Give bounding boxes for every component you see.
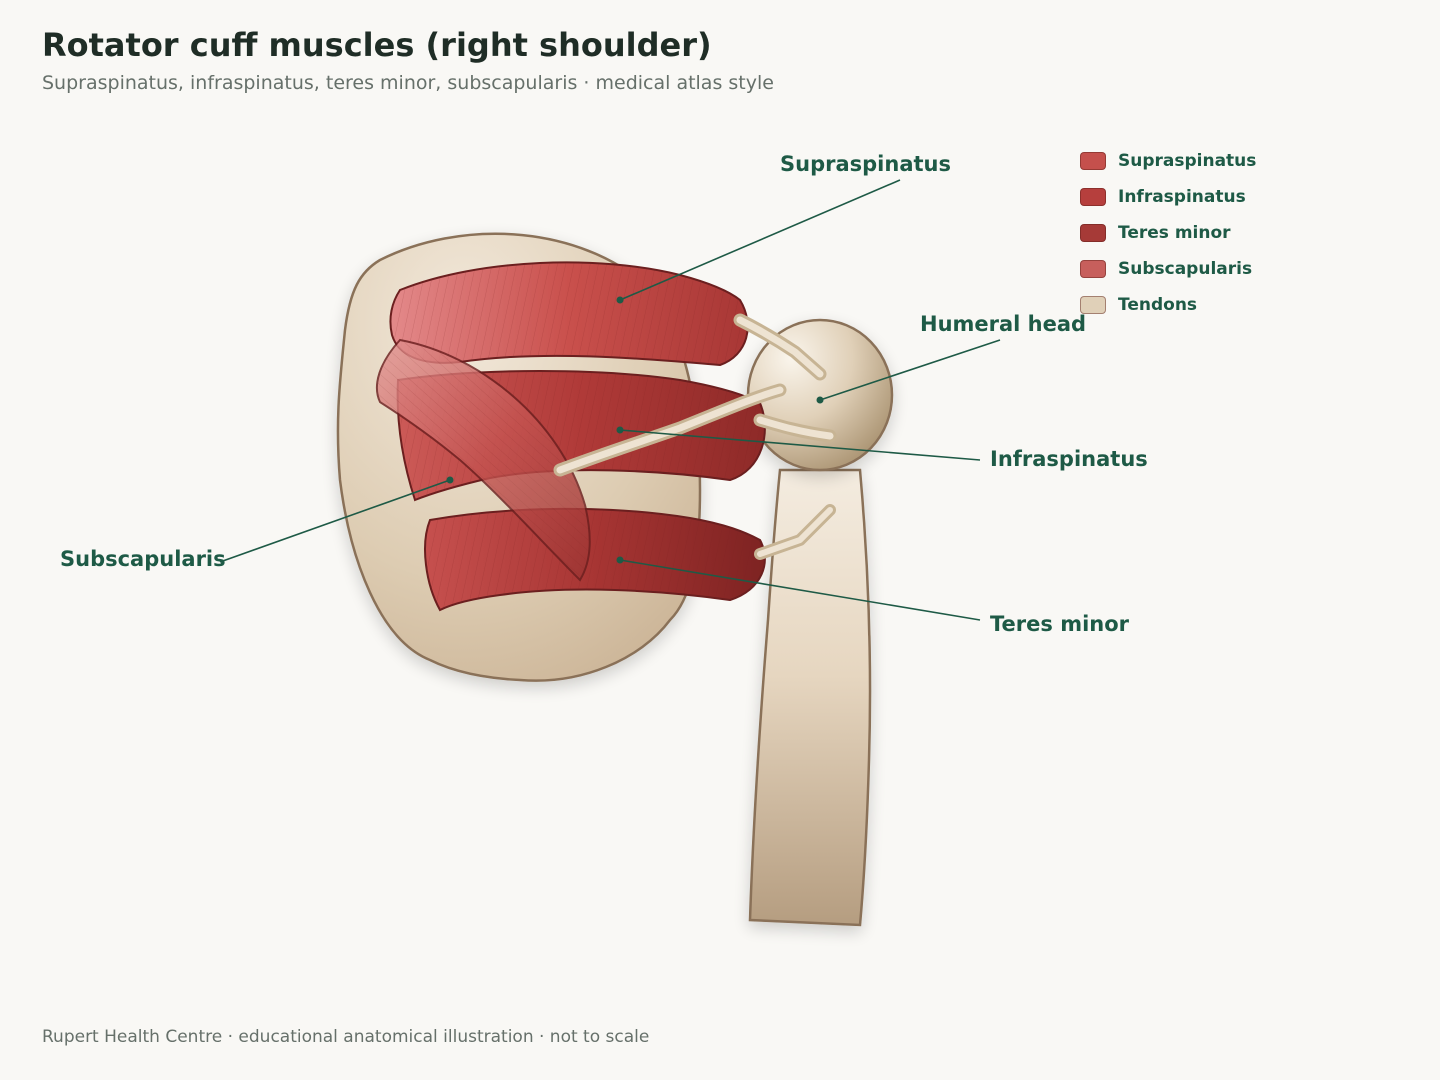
legend-label: Subscapularis (1118, 259, 1253, 279)
legend-label: Teres minor (1118, 223, 1231, 243)
subscapularis-muscle (375, 338, 591, 582)
humerus-shaft (748, 468, 872, 927)
legend-item-teres-minor: Teres minor (1080, 215, 1256, 251)
page-subtitle: Supraspinatus, infraspinatus, teres mino… (42, 72, 774, 94)
legend-swatch (1080, 188, 1106, 206)
legend-item-tendons: Tendons (1080, 287, 1256, 323)
dot-humeral-head (816, 396, 824, 404)
dot-supraspinatus (616, 296, 624, 304)
leader-humeral-head (819, 339, 1001, 401)
legend: Supraspinatus Infraspinatus Teres minor … (1080, 143, 1256, 323)
legend-item-supraspinatus: Supraspinatus (1080, 143, 1256, 179)
leader-subscapularis (219, 479, 451, 563)
tendons (553, 313, 837, 560)
legend-swatch (1080, 224, 1106, 242)
dot-subscapularis (446, 476, 454, 484)
footer-note: Rupert Health Centre · educational anato… (42, 1027, 650, 1047)
leader-infraspinatus (619, 429, 981, 461)
label-subscapularis: Subscapularis (60, 547, 226, 571)
legend-swatch (1080, 260, 1106, 278)
legend-item-subscapularis: Subscapularis (1080, 251, 1256, 287)
legend-swatch (1080, 152, 1106, 170)
label-infraspinatus: Infraspinatus (990, 447, 1148, 471)
page-title: Rotator cuff muscles (right shoulder) (42, 26, 712, 64)
label-teres-minor: Teres minor (990, 612, 1130, 636)
label-humeral-head: Humeral head (920, 312, 1086, 336)
label-supraspinatus: Supraspinatus (780, 152, 951, 176)
legend-label: Supraspinatus (1118, 151, 1257, 171)
legend-label: Tendons (1118, 295, 1198, 315)
supraspinatus-muscle (389, 261, 749, 367)
leader-dots (446, 296, 824, 564)
leader-supraspinatus (619, 179, 901, 301)
legend-item-infraspinatus: Infraspinatus (1080, 179, 1256, 215)
legend-swatch (1080, 296, 1106, 314)
legend-label: Infraspinatus (1118, 187, 1246, 207)
leader-lines (219, 179, 1001, 621)
teres-minor-muscle (424, 507, 766, 612)
leader-teres-minor (619, 559, 981, 621)
dot-teres-minor (616, 556, 624, 564)
dot-infraspinatus (616, 426, 624, 434)
